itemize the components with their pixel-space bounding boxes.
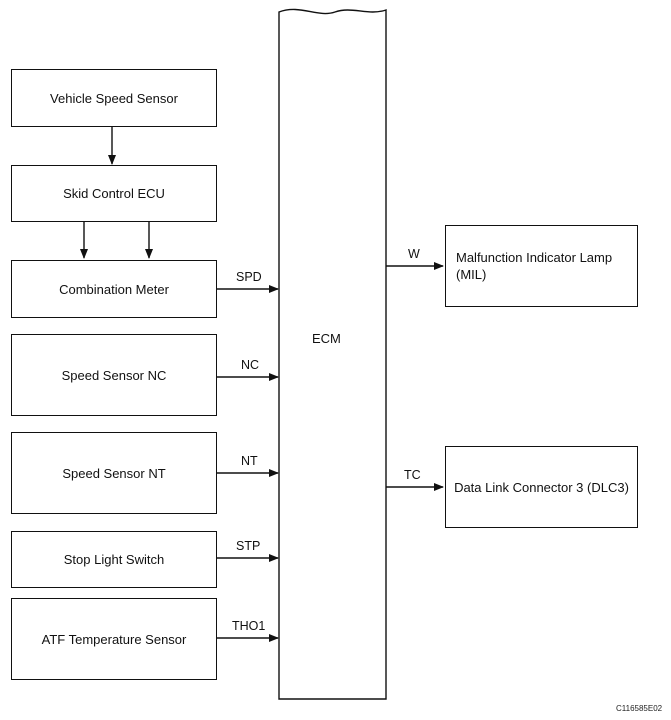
combination-meter-block: Combination Meter [11,260,217,318]
atf-temperature-sensor-label: ATF Temperature Sensor [41,631,187,647]
speed-sensor-nc-block: Speed Sensor NC [11,334,217,416]
stop-light-switch-block: Stop Light Switch [11,531,217,588]
atf-temperature-sensor-block: ATF Temperature Sensor [11,598,217,680]
mil-label-line2: (MIL) [456,267,487,282]
signal-label-nt: NT [241,454,258,468]
speed-sensor-nt-label: Speed Sensor NT [62,465,166,481]
stop-light-switch-label: Stop Light Switch [63,552,165,567]
figure-code: C116585E02 [616,704,663,713]
dlc3-block: Data Link Connector 3 (DLC3) [445,446,638,528]
signal-label-stp: STP [236,539,261,553]
speed-sensor-nc-label: Speed Sensor NC [61,367,167,383]
dlc3-label: Data Link Connector 3 (DLC3) [454,479,629,495]
mil-block: Malfunction Indicator Lamp (MIL) [445,225,638,307]
ecm-block-outline [278,8,387,700]
vehicle-speed-sensor-label: Vehicle Speed Sensor [50,90,178,106]
signal-label-tho1: THO1 [232,619,266,633]
skid-control-ecu-block: Skid Control ECU [11,165,217,222]
signal-label-tc: TC [404,468,421,482]
skid-control-ecu-label: Skid Control ECU [63,186,165,201]
vehicle-speed-sensor-block: Vehicle Speed Sensor [11,69,217,127]
signal-label-spd: SPD [236,270,262,284]
ecm-label: ECM [312,331,341,346]
mil-label-line1: Malfunction Indicator Lamp [456,250,613,265]
signal-label-nc: NC [241,358,260,372]
signal-label-w: W [408,247,420,261]
speed-sensor-nt-block: Speed Sensor NT [11,432,217,514]
combination-meter-label: Combination Meter [59,281,169,297]
